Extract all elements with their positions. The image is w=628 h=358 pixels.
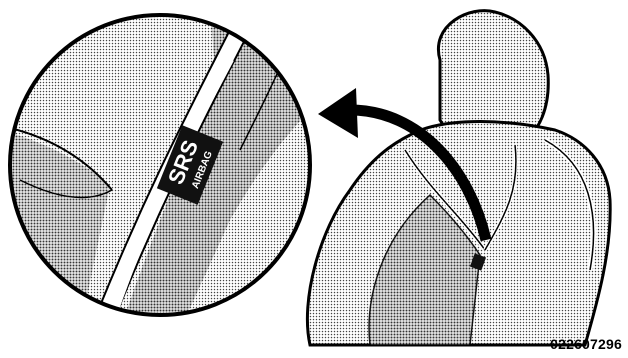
magnifier-circle: SRS AIRBAG: [8, 13, 312, 317]
seat-seam-left-outline: [404, 149, 486, 251]
seat-illustration: [305, 9, 612, 347]
seat-edge-highlight-outline: [544, 139, 595, 271]
seat-airbag-tag-small: [469, 253, 487, 271]
seat-seam-right-outline: [484, 144, 517, 251]
zoom-fold-line-2: [19, 179, 113, 199]
zoom-fold-line: [10, 127, 113, 191]
zoom-seam-edge-a: [90, 15, 242, 315]
curved-arrow-icon: [318, 88, 492, 242]
zoom-upper-panel: [120, 15, 310, 315]
figure-code: 022607296: [550, 336, 622, 352]
seat-center-panel: [368, 193, 481, 346]
